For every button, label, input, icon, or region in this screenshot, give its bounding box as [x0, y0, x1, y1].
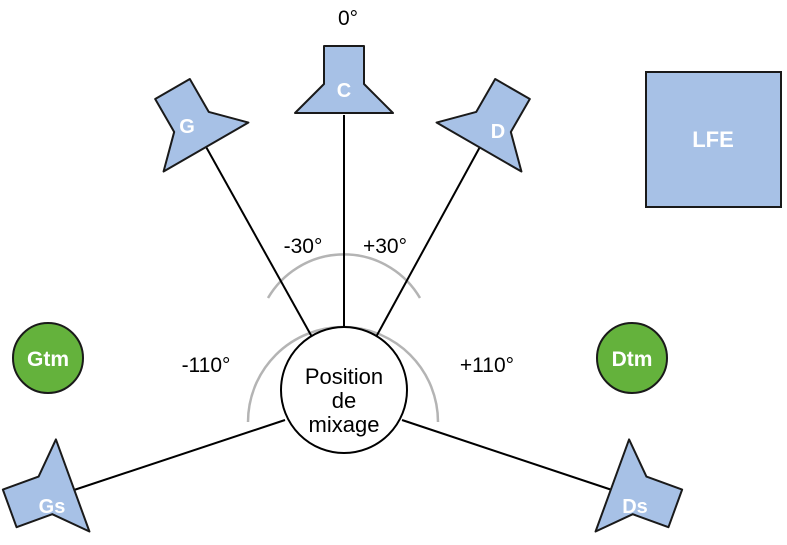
line-g [204, 144, 313, 338]
center-line-2: de [332, 388, 356, 413]
speaker-g-label: G [179, 116, 195, 138]
line-d [375, 144, 482, 338]
sub-right-label: Dtm [612, 348, 653, 371]
angle-minus-110: -110° [182, 354, 231, 377]
speaker-c-label: C [337, 80, 351, 102]
speaker-gs [1, 438, 91, 533]
speaker-icon [594, 438, 684, 533]
speaker-gs-label: Gs [39, 496, 66, 518]
speaker-d [435, 78, 531, 173]
sub-left: Gtm [12, 322, 84, 394]
mixing-position: Position de mixage [280, 326, 408, 454]
sub-right: Dtm [596, 322, 668, 394]
center-line-3: mixage [309, 412, 380, 437]
sub-left-label: Gtm [27, 348, 69, 371]
angle-minus-30: -30° [284, 235, 323, 258]
angle-0: 0° [338, 7, 358, 30]
lfe-box: LFE [645, 71, 782, 208]
speaker-icon [154, 78, 250, 173]
speaker-icon [1, 438, 91, 533]
speaker-d-label: D [491, 121, 505, 143]
speaker-c: C [294, 45, 394, 114]
speaker-ds [594, 438, 684, 533]
angle-plus-30: +30° [363, 235, 407, 258]
center-line-1: Position [305, 364, 383, 389]
line-ds [401, 419, 619, 493]
line-gs [67, 419, 286, 493]
speaker-icon [294, 45, 394, 114]
lfe-label: LFE [692, 127, 734, 152]
speaker-ds-label: Ds [622, 496, 648, 518]
speaker-g [154, 78, 250, 173]
speaker-icon [435, 78, 531, 173]
angle-plus-110: +110° [460, 354, 514, 377]
